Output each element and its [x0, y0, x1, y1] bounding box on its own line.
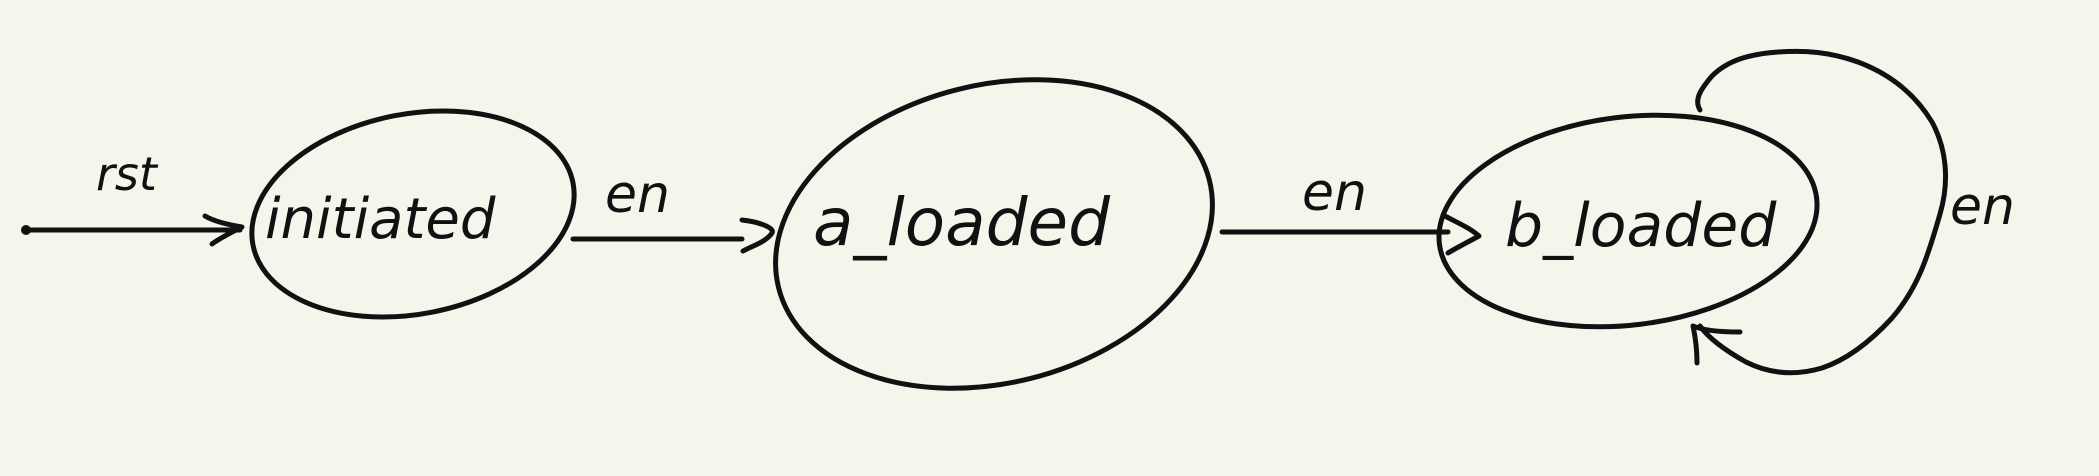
- transition-b-loaded-self-loop-label: en: [1950, 177, 2015, 237]
- transition-b-loaded-self-loop: [1695, 48, 1949, 376]
- transition-a-loaded-to-b-loaded-head: [1440, 212, 1482, 256]
- transition-initiated-to-a-loaded-label: en: [605, 165, 670, 225]
- state-a-loaded-ellipse: [773, 77, 1215, 391]
- transition-initiated-to-a-loaded-head: [739, 217, 775, 254]
- state-b-loaded-ellipse: [1436, 112, 1820, 330]
- state-b-loaded: b_loaded: [1436, 112, 1820, 330]
- state-b-loaded-label: b_loaded: [1505, 191, 1777, 261]
- reset-arrow-head: [202, 213, 245, 247]
- state-a-loaded: a_loaded: [773, 77, 1215, 391]
- state-a-loaded-label: a_loaded: [813, 184, 1111, 261]
- reset-label: rst: [96, 147, 159, 201]
- state-initiated-ellipse: [249, 108, 577, 320]
- transition-a-loaded-to-b-loaded-label: en: [1302, 163, 1367, 223]
- state-initiated: initiated: [249, 108, 577, 320]
- transition-b-loaded-self-loop-head: [1690, 323, 1743, 366]
- state-initiated-label: initiated: [265, 187, 496, 252]
